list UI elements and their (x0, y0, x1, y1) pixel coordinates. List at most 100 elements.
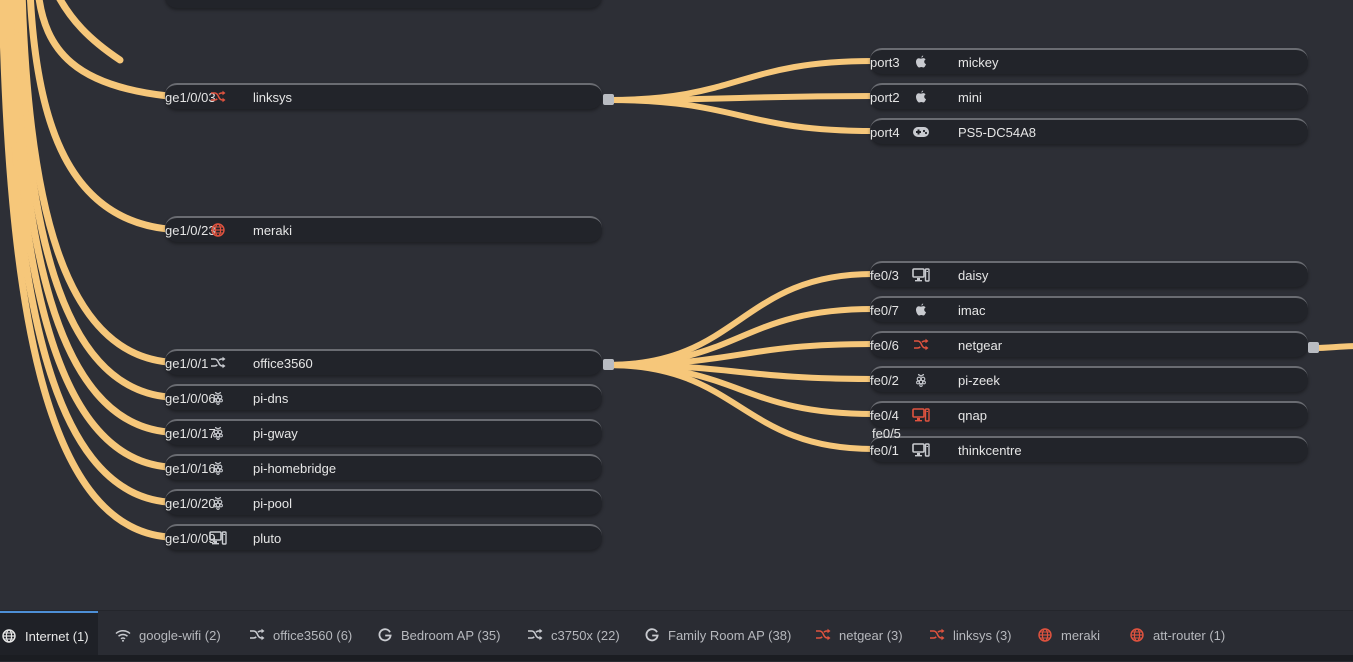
device-name: mini (958, 90, 982, 105)
tab-linksys[interactable]: linksys (3) (926, 611, 1030, 659)
device-node-PS5-DC54A8[interactable]: port4 PS5-DC54A8 (870, 118, 1308, 144)
device-tab-bar: Internet (1) google-wifi (2) office3560 (6… (0, 610, 1353, 662)
tab-c3750x[interactable]: c3750x (22) (524, 611, 638, 659)
device-name: daisy (958, 268, 989, 283)
port-label: fe0/4 (870, 408, 899, 423)
apple-icon (912, 302, 930, 318)
tab-label: Bedroom AP (35) (401, 627, 501, 643)
network-link (605, 341, 876, 368)
network-link (605, 97, 876, 134)
apple-icon (912, 54, 930, 70)
network-link (18, 0, 172, 366)
device-name: pi-zeek (958, 373, 1000, 388)
tab-label: office3560 (6) (273, 627, 353, 643)
network-link (2, 0, 172, 506)
tab-meraki[interactable]: meraki (1034, 611, 1122, 659)
device-name: thinkcentre (958, 443, 1022, 458)
device-name: qnap (958, 408, 987, 423)
shuffle-switch-icon (912, 337, 930, 353)
device-node-pi-gway[interactable]: ge1/0/17 pi-gway (165, 419, 602, 445)
shuffle-switch-icon (526, 627, 544, 643)
expand-handle[interactable] (603, 359, 614, 370)
device-name: mickey (958, 55, 999, 70)
shuffle-switch-icon (928, 627, 946, 643)
expand-handle[interactable] (1308, 342, 1319, 353)
desktop-computer-icon (912, 407, 930, 423)
port-label: port4 (870, 125, 900, 140)
raspberry-pi-icon (209, 460, 227, 476)
bottom-strip (0, 655, 1353, 661)
port-label: fe0/1 (870, 443, 899, 458)
tab-label: Internet (1) (25, 628, 89, 644)
device-name: pi-gway (253, 426, 298, 441)
device-node-qnap[interactable]: fe0/4 qnap (870, 401, 1308, 427)
port-label: fe0/2 (870, 373, 899, 388)
globe-icon (1036, 627, 1054, 643)
port-label: fe0/7 (870, 303, 899, 318)
port-label: ge1/0/09 (165, 531, 216, 546)
link-layer (0, 0, 1353, 541)
device-node-thinkcentre[interactable]: fe0/1 thinkcentre (870, 436, 1308, 462)
tab-label: att-router (1) (1153, 627, 1226, 643)
expand-handle[interactable] (603, 94, 614, 105)
tab-google-wifi[interactable]: google-wifi (2) (112, 611, 242, 659)
network-link (0, 0, 172, 541)
port-label: port2 (870, 90, 900, 105)
tab-office3560[interactable]: office3560 (6) (246, 611, 370, 659)
network-link (1311, 343, 1353, 351)
network-link (27, 0, 172, 233)
device-name: meraki (253, 223, 293, 238)
device-name: pi-pool (253, 496, 293, 511)
tab-family[interactable]: Family Room AP (38) (641, 611, 809, 659)
port-label: ge1/0/16 (165, 461, 216, 476)
tab-internet[interactable]: Internet (1) (0, 611, 98, 659)
network-link (6, 0, 172, 471)
device-node-pi-dns[interactable]: ge1/0/06 pi-dns (165, 384, 602, 410)
shuffle-switch-icon (248, 627, 266, 643)
globe-icon (0, 628, 18, 644)
device-name: imac (958, 303, 986, 318)
tab-bedroom[interactable]: Bedroom AP (35) (374, 611, 520, 659)
network-link (56, 0, 124, 64)
desktop-computer-icon (209, 530, 227, 546)
globe-icon (1128, 627, 1146, 643)
google-g-icon (376, 627, 394, 643)
tab-label: Family Room AP (38) (668, 627, 792, 643)
google-g-icon (643, 627, 661, 643)
port-label: ge1/0/1 (165, 356, 209, 371)
port-label: ge1/0/17 (165, 426, 216, 441)
device-node-partial[interactable] (165, 0, 602, 8)
device-name: PS5-DC54A8 (958, 125, 1037, 140)
device-node-imac[interactable]: fe0/7 imac (870, 296, 1308, 322)
network-link (35, 0, 172, 100)
raspberry-pi-icon (912, 372, 930, 388)
apple-icon (912, 89, 930, 105)
network-link (605, 271, 876, 368)
tab-label: linksys (3) (953, 627, 1012, 643)
device-node-pi-zeek[interactable]: fe0/2 pi-zeek (870, 366, 1308, 392)
port-label: ge1/0/03 (165, 90, 216, 105)
desktop-computer-icon (912, 267, 930, 283)
network-link (605, 362, 876, 452)
desktop-computer-icon (912, 442, 930, 458)
device-node-mini[interactable]: port2 mini (870, 83, 1308, 109)
wifi-icon (114, 627, 132, 643)
tab-label: c3750x (22) (551, 627, 620, 643)
shuffle-switch-icon (209, 89, 227, 105)
device-name: pi-dns (253, 391, 289, 406)
port-label: ge1/0/06 (165, 391, 216, 406)
tab-att-router[interactable]: att-router (1) (1126, 611, 1246, 659)
globe-icon (209, 222, 227, 238)
raspberry-pi-icon (209, 425, 227, 441)
tab-netgear[interactable]: netgear (3) (812, 611, 922, 659)
